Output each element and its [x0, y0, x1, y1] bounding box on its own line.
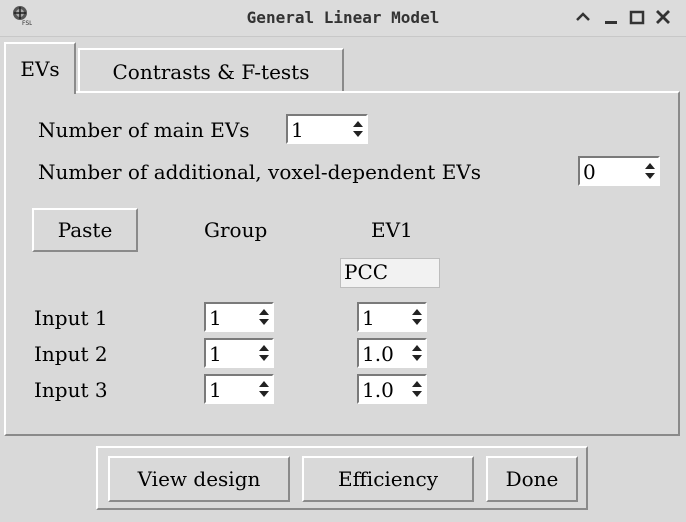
main-evs-spinbox[interactable]: 1 — [286, 114, 368, 144]
maximize-icon[interactable] — [626, 6, 648, 28]
input-1-label: Input 1 — [34, 306, 108, 330]
input-1-group-value: 1 — [209, 306, 222, 330]
spin-arrows-icon[interactable] — [411, 307, 423, 327]
tab-contrasts[interactable]: Contrasts & F-tests — [78, 48, 344, 92]
additional-evs-label: Number of additional, voxel-dependent EV… — [38, 160, 482, 184]
ev1-column-header: EV1 — [371, 218, 413, 242]
spin-arrows-icon[interactable] — [411, 379, 423, 399]
input-3-ev-spinbox[interactable]: 1.0 — [357, 374, 427, 404]
collapse-icon[interactable] — [572, 6, 594, 28]
paste-button[interactable]: Paste — [32, 208, 138, 252]
input-2-ev-spinbox[interactable]: 1.0 — [357, 338, 427, 368]
input-1-group-spinbox[interactable]: 1 — [204, 302, 274, 332]
spin-arrows-icon[interactable] — [258, 307, 270, 327]
input-2-group-spinbox[interactable]: 1 — [204, 338, 274, 368]
window-title: General Linear Model — [246, 8, 440, 27]
spin-arrows-icon[interactable] — [258, 343, 270, 363]
bottom-button-bar — [96, 446, 588, 510]
input-1-ev-spinbox[interactable]: 1 — [357, 302, 427, 332]
spin-arrows-icon[interactable] — [258, 379, 270, 399]
input-2-group-value: 1 — [209, 342, 222, 366]
additional-evs-value: 0 — [583, 160, 596, 184]
input-2-label: Input 2 — [34, 342, 108, 366]
input-3-ev-value: 1.0 — [362, 378, 394, 402]
spin-arrows-icon[interactable] — [644, 161, 656, 181]
input-3-label: Input 3 — [34, 378, 108, 402]
spin-arrows-icon[interactable] — [411, 343, 423, 363]
additional-evs-spinbox[interactable]: 0 — [578, 156, 660, 186]
view-design-button[interactable]: View design — [108, 456, 290, 502]
efficiency-button[interactable]: Efficiency — [302, 456, 474, 502]
done-button[interactable]: Done — [486, 456, 578, 502]
minimize-icon[interactable] — [600, 6, 622, 28]
fsl-logo-icon: FSL — [13, 6, 32, 26]
input-1-ev-value: 1 — [362, 306, 375, 330]
close-icon[interactable] — [652, 6, 674, 28]
input-3-group-value: 1 — [209, 378, 222, 402]
input-2-ev-value: 1.0 — [362, 342, 394, 366]
tab-evs[interactable]: EVs — [4, 42, 76, 94]
spin-arrows-icon[interactable] — [352, 119, 364, 139]
svg-text:FSL: FSL — [22, 20, 32, 26]
evs-panel — [4, 91, 680, 436]
main-evs-label: Number of main EVs — [38, 118, 250, 142]
main-evs-value: 1 — [291, 118, 304, 142]
title-bar: FSL General Linear Model — [0, 0, 686, 37]
ev1-name-field[interactable]: PCC — [340, 258, 440, 288]
group-column-header: Group — [204, 218, 268, 242]
input-3-group-spinbox[interactable]: 1 — [204, 374, 274, 404]
